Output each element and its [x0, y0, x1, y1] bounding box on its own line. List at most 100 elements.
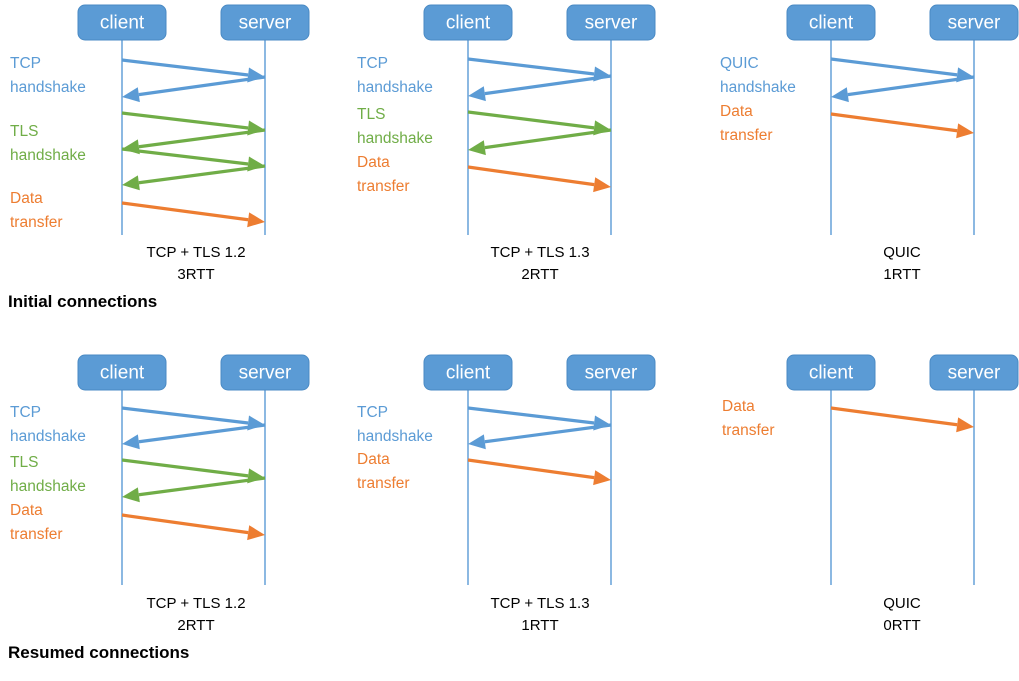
client-node-box[interactable]: client: [77, 4, 167, 41]
server-node-label: server: [239, 363, 292, 384]
message-arrow-blue-left-1: [468, 423, 612, 450]
client-node-box[interactable]: client: [423, 354, 513, 391]
flow-label-orange-2: Data transfer: [357, 154, 410, 195]
client-node-rect: [786, 4, 876, 41]
caption-rtt: 1RTT: [883, 266, 920, 283]
message-arrow-green-left-3-head: [122, 487, 140, 503]
server-node-rect: [566, 4, 656, 41]
message-arrow-blue-left-1-shaft: [484, 423, 612, 444]
server-node-rect: [220, 354, 310, 391]
client-node-rect: [77, 4, 167, 41]
message-arrow-orange-right-4: [467, 165, 611, 193]
message-arrow-blue-left-1-head: [468, 434, 486, 450]
server-node-box[interactable]: server: [929, 4, 1019, 41]
message-arrow-green-left-5-head: [122, 175, 140, 191]
server-node-label: server: [585, 363, 638, 384]
flow-label-line1: TCP: [357, 404, 388, 421]
message-arrow-blue-right-0-shaft: [830, 57, 958, 77]
message-arrow-orange-right-2: [467, 458, 611, 486]
message-arrow-orange-right-4: [121, 513, 265, 541]
flow-label-orange-1: Data transfer: [357, 451, 410, 492]
flow-label-blue-0: TCP handshake: [357, 404, 433, 445]
client-node-rect: [423, 4, 513, 41]
server-node-box[interactable]: server: [566, 354, 656, 391]
server-node-box[interactable]: server: [929, 354, 1019, 391]
message-arrow-orange-right-0: [830, 406, 974, 433]
caption-protocol: QUIC: [883, 595, 921, 612]
message-arrow-green-right-2-shaft: [121, 458, 249, 478]
message-arrow-orange-right-4-head: [593, 177, 611, 193]
server-node-rect: [566, 354, 656, 391]
server-node-box[interactable]: server: [220, 4, 310, 41]
message-arrow-green-left-3-head: [468, 140, 486, 156]
caption-protocol: TCP + TLS 1.3: [490, 595, 589, 612]
flow-label-line1: Data: [357, 154, 390, 171]
flow-label-line2: handshake: [10, 478, 86, 495]
server-node-rect: [929, 4, 1019, 41]
caption-protocol: TCP + TLS 1.3: [490, 244, 589, 261]
message-arrow-green-right-2-shaft: [121, 111, 249, 130]
server-node-box[interactable]: server: [220, 354, 310, 391]
message-arrow-orange-right-2-shaft: [467, 458, 595, 480]
flow-label-line2: handshake: [357, 428, 433, 445]
client-node-rect: [423, 354, 513, 391]
message-arrow-orange-right-6: [121, 201, 265, 228]
panel-caption: TCP + TLS 1.3 1RTT: [490, 595, 589, 634]
flow-label-line2: transfer: [357, 178, 410, 195]
client-node-box[interactable]: client: [786, 4, 876, 41]
flow-label-line2: transfer: [357, 475, 410, 492]
caption-rtt: 1RTT: [521, 617, 558, 634]
section-heading-resumed: Resumed connections: [8, 643, 189, 662]
client-node-label: client: [446, 363, 491, 384]
caption-rtt: 2RTT: [177, 617, 214, 634]
caption-protocol: TCP + TLS 1.2: [146, 244, 245, 261]
message-arrow-blue-left-1-shaft: [847, 75, 975, 97]
client-node-label: client: [446, 13, 491, 34]
message-arrow-orange-right-0-head: [956, 417, 974, 433]
message-arrow-blue-right-0-shaft: [121, 58, 249, 77]
message-arrow-green-left-5-shaft: [138, 164, 266, 185]
message-arrow-orange-right-2-shaft: [830, 112, 958, 133]
message-arrow-blue-left-1-shaft: [138, 75, 266, 97]
message-arrow-blue-left-1: [122, 75, 266, 103]
message-arrow-green-left-3-shaft: [484, 128, 612, 150]
flow-label-line1: TLS: [10, 123, 38, 140]
message-arrow-blue-left-1-head: [831, 87, 849, 103]
server-node-rect: [929, 354, 1019, 391]
flow-label-line1: Data: [10, 502, 43, 519]
message-arrow-green-left-3: [468, 128, 612, 156]
flow-label-line1: TLS: [10, 454, 38, 471]
flow-label-line1: TCP: [357, 55, 388, 72]
client-node-box[interactable]: client: [786, 354, 876, 391]
client-node-box[interactable]: client: [77, 354, 167, 391]
message-arrow-blue-left-1-head: [468, 86, 486, 102]
flow-label-line1: Data: [722, 398, 755, 415]
caption-rtt: 0RTT: [883, 617, 920, 634]
flow-label-line2: transfer: [720, 127, 773, 144]
message-arrow-green-left-3-shaft: [138, 128, 266, 149]
message-arrow-orange-right-6-head: [247, 212, 265, 228]
flow-label-green-1: TLS handshake: [10, 454, 86, 495]
server-node-box[interactable]: server: [566, 4, 656, 41]
caption-rtt: 2RTT: [521, 266, 558, 283]
message-arrow-orange-right-4-head: [247, 525, 265, 541]
client-node-box[interactable]: client: [423, 4, 513, 41]
flow-label-line1: Data: [357, 451, 390, 468]
message-arrow-green-left-3-shaft: [138, 476, 266, 497]
